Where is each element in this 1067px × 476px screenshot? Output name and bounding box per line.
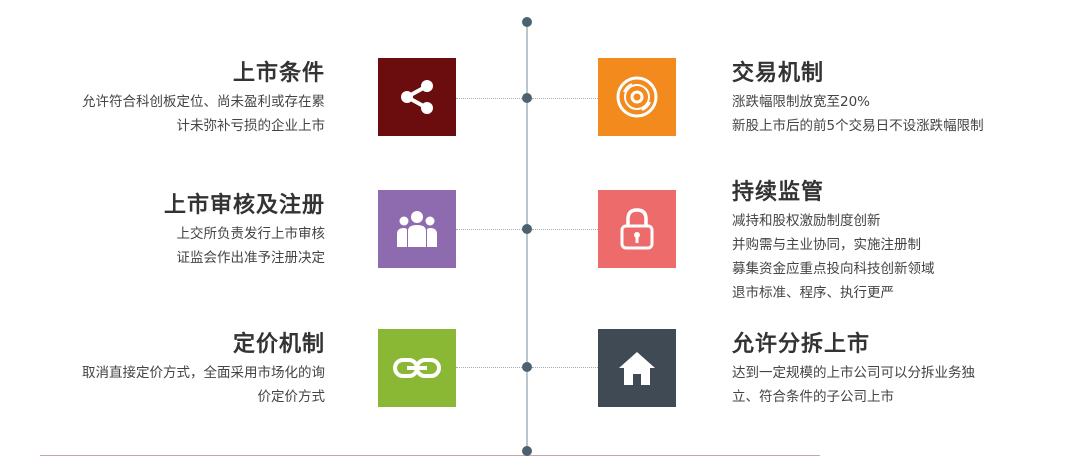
- item-description: 达到一定规模的上市公司可以分拆业务独 立、符合条件的子公司上市: [732, 361, 975, 409]
- link-icon: [393, 358, 441, 378]
- timeline-dot-bottom: [522, 446, 532, 456]
- item-title: 持续监管: [732, 180, 825, 205]
- connector-right-row-2: [532, 229, 598, 230]
- item-description-line: 取消直接定价方式，全面采用市场化的询: [82, 365, 325, 381]
- item-description-line: 允许符合科创板定位、尚未盈利或存在累: [82, 94, 325, 110]
- bottom-divider: [40, 455, 820, 456]
- disc-icon: [616, 76, 658, 118]
- item-description: 允许符合科创板定位、尚未盈利或存在累 计未弥补亏损的企业上市: [82, 90, 325, 138]
- connector-left-row-2: [456, 229, 522, 230]
- share-icon: [401, 80, 433, 114]
- connector-left-row-1: [456, 98, 522, 99]
- timeline-dot-row-3: [522, 362, 532, 372]
- icon-tile: [378, 190, 456, 268]
- item-description-line: 减持和股权激励制度创新: [732, 213, 881, 229]
- connector-right-row-3: [532, 367, 598, 368]
- item-description-line: 立、符合条件的子公司上市: [732, 389, 894, 405]
- item-description-line: 并购需与主业协同，实施注册制: [732, 237, 921, 253]
- item-description-line: 涨跌幅限制放宽至20%: [732, 94, 871, 110]
- lock-icon: [620, 208, 654, 250]
- icon-tile: [378, 58, 456, 136]
- timeline-dot-row-1: [522, 93, 532, 103]
- item-title: 上市条件: [232, 61, 325, 86]
- icon-tile: [598, 58, 676, 136]
- item-description-line: 计未弥补亏损的企业上市: [176, 118, 326, 134]
- connector-left-row-3: [456, 367, 522, 368]
- connector-right-row-1: [532, 98, 598, 99]
- item-title: 交易机制: [732, 61, 825, 86]
- item-description-line: 新股上市后的前5个交易日不设涨跌幅限制: [732, 118, 984, 134]
- item-description-line: 募集资金应重点投向科技创新领域: [732, 261, 935, 277]
- item-description: 取消直接定价方式，全面采用市场化的询 价定价方式: [82, 361, 325, 409]
- home-icon: [619, 352, 655, 385]
- item-title: 上市审核及注册: [163, 193, 325, 218]
- item-description: 涨跌幅限制放宽至20% 新股上市后的前5个交易日不设涨跌幅限制: [732, 90, 984, 138]
- item-title: 允许分拆上市: [732, 332, 871, 357]
- timeline-axis: [526, 22, 528, 454]
- icon-tile: [598, 329, 676, 407]
- item-description-line: 价定价方式: [257, 389, 326, 405]
- item-description-line: 上交所负责发行上市审核: [176, 226, 326, 242]
- item-description-line: 证监会作出准予注册决定: [176, 250, 326, 266]
- item-description-line: 达到一定规模的上市公司可以分拆业务独: [732, 365, 975, 381]
- icon-tile: [378, 329, 456, 407]
- item-description: 上交所负责发行上市审核 证监会作出准予注册决定: [177, 222, 326, 270]
- timeline-dot-top: [522, 17, 532, 27]
- item-description: 减持和股权激励制度创新 并购需与主业协同，实施注册制 募集资金应重点投向科技创新…: [732, 209, 935, 305]
- item-title: 定价机制: [232, 332, 325, 357]
- people-icon: [397, 211, 437, 247]
- item-description-line: 退市标准、程序、执行更严: [732, 285, 894, 301]
- timeline-dot-row-2: [522, 224, 532, 234]
- icon-tile: [598, 190, 676, 268]
